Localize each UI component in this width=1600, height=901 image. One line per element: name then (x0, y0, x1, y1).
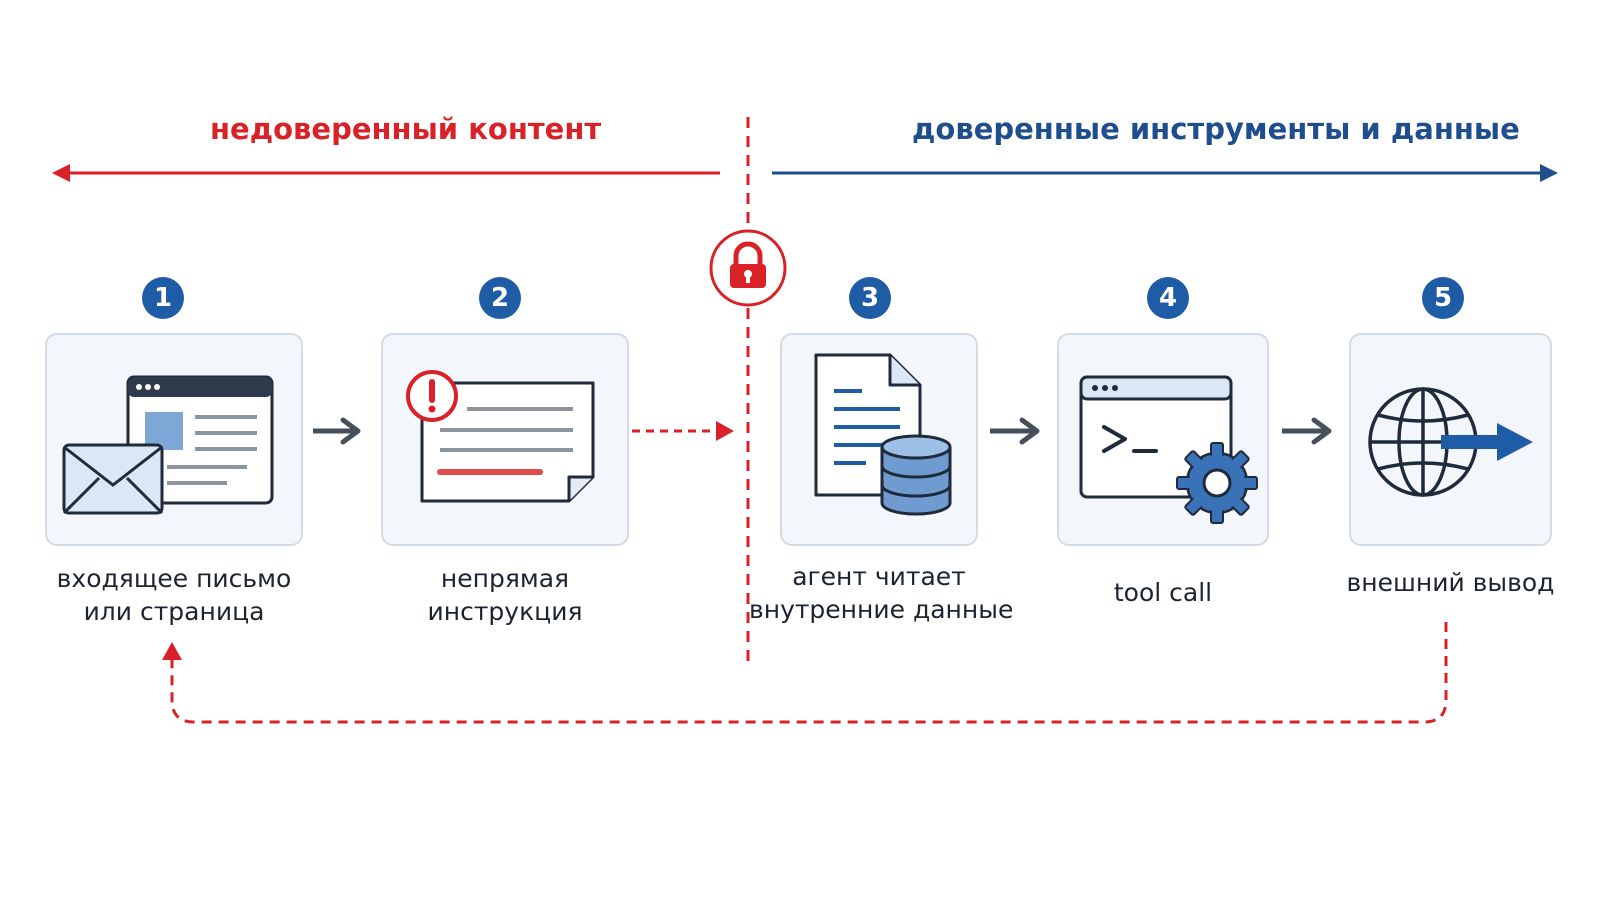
warning-document-icon (406, 370, 595, 503)
arrow-3-to-4 (990, 417, 1040, 445)
step-1-badge: 1 (142, 277, 184, 319)
step-3-badge: 3 (849, 277, 891, 319)
feedback-loop-arrow (162, 622, 1448, 724)
lock-icon (709, 229, 787, 307)
step-5-badge: 5 (1422, 277, 1464, 319)
step-2-card (381, 333, 629, 546)
untrusted-zone-arrow (52, 164, 720, 182)
arrow-2-to-3-dashed (632, 421, 734, 441)
step-5-card (1349, 333, 1552, 546)
arrow-1-to-2 (313, 417, 361, 445)
step-4-badge: 4 (1147, 277, 1189, 319)
step-4-label: tool call (1113, 578, 1213, 607)
globe-arrow-icon (1368, 387, 1533, 497)
document-database-icon (814, 353, 952, 516)
terminal-gear-icon (1079, 375, 1258, 524)
step-4-card (1057, 333, 1269, 546)
trusted-zone-title: доверенные инструменты и данные (912, 112, 1520, 146)
untrusted-zone-title: недоверенный контент (210, 112, 602, 146)
email-and-webpage-icon (62, 375, 274, 515)
step-1-card (45, 333, 303, 546)
trusted-zone-arrow (772, 164, 1558, 182)
arrow-4-to-5 (1282, 417, 1332, 445)
step-5-label: внешний вывод (1346, 568, 1555, 597)
step-2-badge: 2 (479, 277, 521, 319)
step-3-card (780, 333, 978, 546)
